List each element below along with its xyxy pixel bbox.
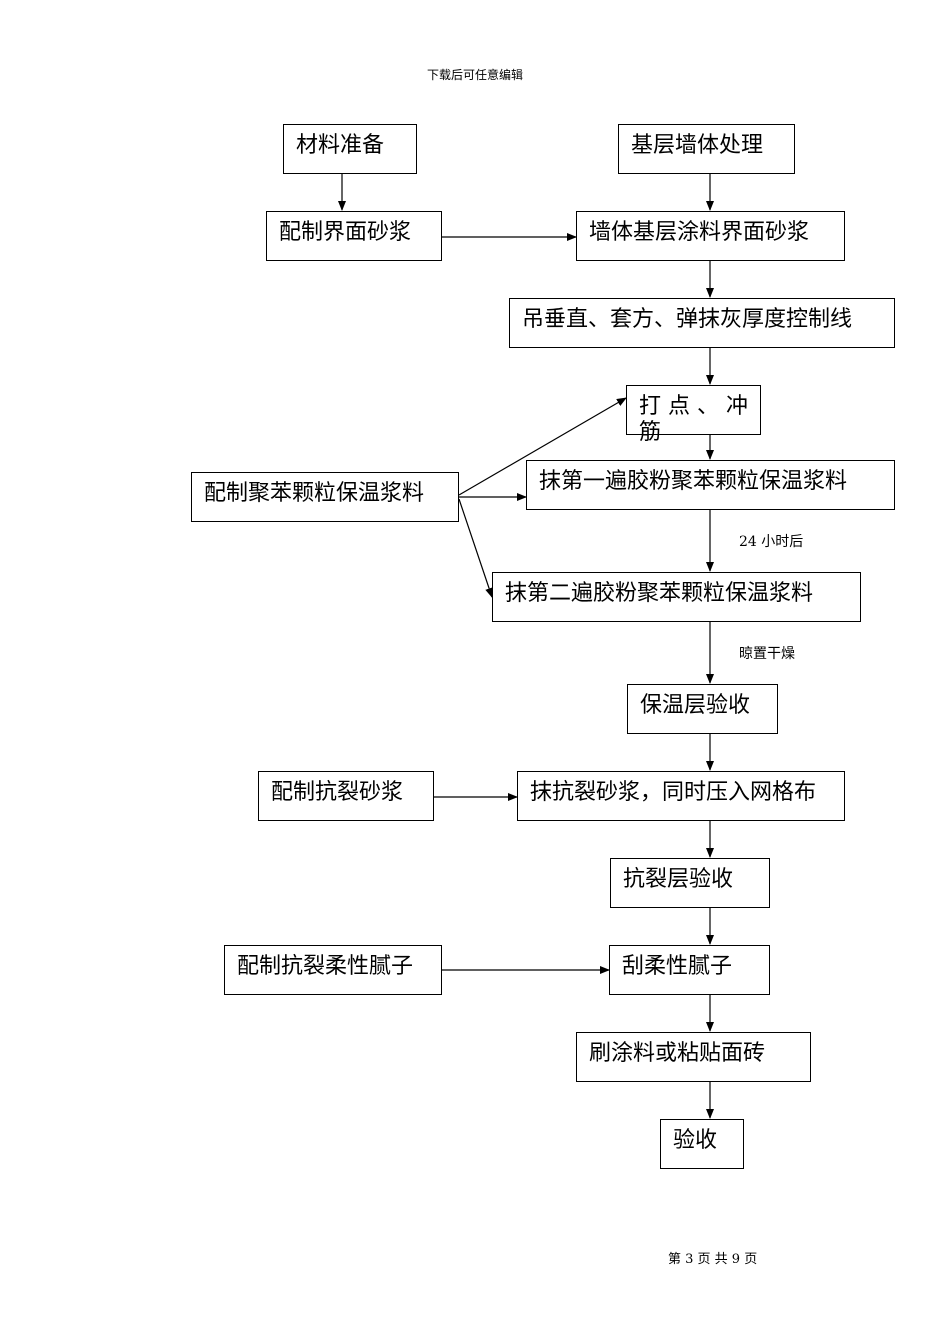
node-wall-interface: 墙体基层涂料界面砂浆 (576, 211, 845, 261)
node-mix-eps: 配制聚苯颗粒保温浆料 (191, 472, 459, 522)
node-mix-putty: 配制抗裂柔性腻子 (224, 945, 442, 995)
node-mix-anticrack: 配制抗裂砂浆 (258, 771, 434, 821)
node-coat1: 抹第一遍胶粉聚苯颗粒保温浆料 (526, 460, 895, 510)
note-air-dry: 晾置干燥 (739, 646, 795, 662)
node-scrape-putty: 刮柔性腻子 (609, 945, 770, 995)
node-paint-tile: 刷涂料或粘贴面砖 (576, 1032, 811, 1082)
node-anticrack-accept: 抗裂层验收 (610, 858, 770, 908)
node-mix-interface: 配制界面砂浆 (266, 211, 442, 261)
page-footer: 第 3 页 共 9 页 (668, 1252, 758, 1267)
note-after-24h: 24 小时后 (739, 534, 804, 550)
node-coat2: 抹第二遍胶粉聚苯颗粒保温浆料 (492, 572, 861, 622)
node-dots-screed: 打 点 、 冲筋 (626, 385, 761, 445)
page-header: 下载后可任意编辑 (426, 68, 523, 82)
node-base-wall: 基层墙体处理 (618, 124, 795, 174)
node-final-accept: 验收 (660, 1119, 744, 1169)
node-plumb-lines: 吊垂直、套方、弹抹灰厚度控制线 (509, 298, 895, 348)
node-insul-accept: 保温层验收 (627, 684, 778, 734)
arrow-eps-to-dots (458, 397, 627, 496)
arrow-eps-to-coat2 (458, 498, 493, 598)
node-anticrack-mesh: 抹抗裂砂浆，同时压入网格布 (517, 771, 845, 821)
node-material-prep: 材料准备 (283, 124, 417, 174)
